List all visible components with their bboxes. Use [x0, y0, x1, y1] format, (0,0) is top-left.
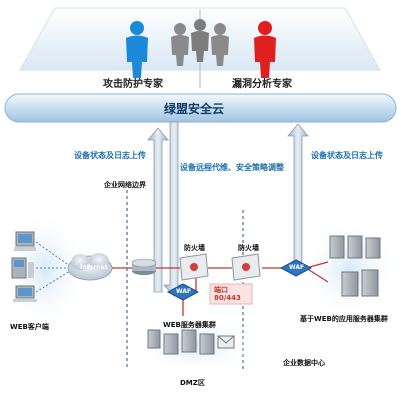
firewall-label-right: 防火墙	[238, 244, 259, 252]
person-icon	[211, 23, 229, 66]
router-icon	[131, 258, 157, 275]
person-icon	[191, 19, 209, 62]
cloud-banner	[4, 93, 397, 123]
remote-ops-label: 设备远程代维、安全策略调整	[180, 163, 284, 172]
person-icon	[171, 23, 189, 66]
upload-label-left: 设备状态及日志上传	[74, 151, 146, 160]
firewall-icon	[179, 253, 209, 281]
port-badge	[209, 283, 253, 305]
web-clients-label: WEB客户端	[10, 323, 49, 331]
server-icon	[329, 235, 381, 297]
port-value: 80/443	[214, 294, 241, 302]
firewall-icon	[231, 253, 261, 281]
dmz-label: DMZ区	[180, 379, 205, 387]
port-label: 端口	[214, 286, 228, 294]
cloud-icon	[67, 253, 113, 281]
web-cluster-label: WEB服务器集群	[163, 321, 216, 329]
server-icon	[147, 329, 235, 355]
person-icon	[126, 21, 148, 78]
waf-icon	[166, 283, 200, 301]
computer-icon	[11, 257, 34, 279]
waf-icon	[279, 259, 313, 277]
waf-label-left: WAF	[176, 288, 192, 295]
expert-label-attack: 攻击防护专家	[103, 79, 163, 90]
up-arrow-right	[287, 123, 309, 263]
firewall-label-left: 防火墙	[184, 244, 205, 252]
expert-label-vuln: 漏洞分析专家	[232, 79, 292, 90]
app-cluster-label: 基于WEB的应用服务器集群	[300, 315, 388, 323]
enterprise-border-label: 企业网络边界	[104, 181, 146, 189]
upload-label-right: 设备状态及日志上传	[311, 151, 383, 160]
internet-label: Internet	[80, 264, 108, 271]
cloud-title: 绿盟安全云	[164, 102, 225, 116]
waf-label-right: WAF	[289, 264, 305, 271]
client-links	[35, 241, 71, 293]
computer-icon	[13, 285, 37, 302]
data-center-label: 企业数据中心	[283, 359, 325, 367]
up-arrow-left	[147, 127, 169, 293]
person-icon	[254, 21, 276, 78]
computer-icon	[14, 231, 36, 251]
app-area	[300, 220, 400, 320]
